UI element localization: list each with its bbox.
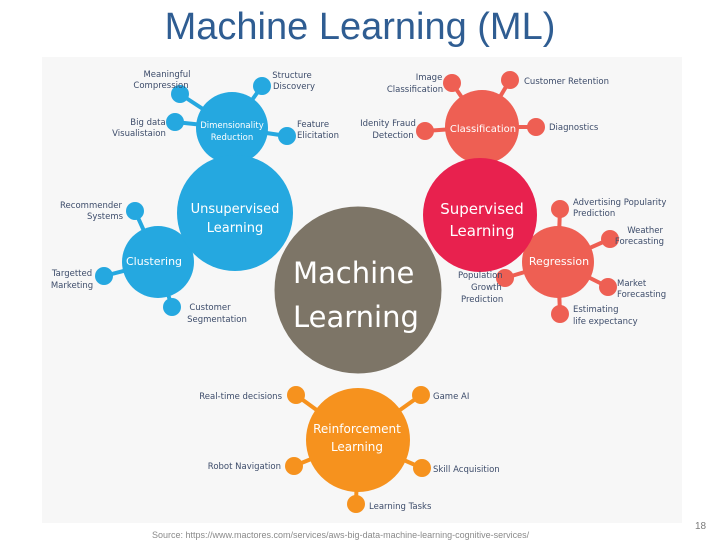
leaf-customer-segmentation-line1: Customer xyxy=(189,303,231,313)
leaf-recommender-line1: Recommender xyxy=(60,201,122,211)
leaf-game-ai: Game AI xyxy=(433,392,469,402)
leaf-weather-line2: Forecasting xyxy=(615,237,664,247)
leaf-advertising-line2: Prediction xyxy=(573,209,615,219)
dimensionality-label-line1: Dimensionality xyxy=(200,121,263,131)
leaf-structure-discovery-line1: Structure xyxy=(272,71,312,81)
leaf-customer-segmentation-line2: Segmentation xyxy=(187,315,247,325)
leaf-learning-tasks: Learning Tasks xyxy=(369,502,432,512)
machine-learning-center-node xyxy=(271,203,445,377)
leaf-population-line2: Growth xyxy=(471,283,502,293)
leaf-dots xyxy=(95,71,619,513)
leaf-feature-elicitation-line2: Elicitation xyxy=(297,131,339,141)
leaf-population-line3: Prediction xyxy=(461,295,503,305)
clustering-label: Clustering xyxy=(126,255,182,268)
center-label-line1: Machine xyxy=(293,256,414,290)
leaf-life-expectancy-line1: Estimating xyxy=(573,305,618,315)
leaf-real-time-decisions: Real-time decisions xyxy=(199,392,282,402)
leaf-structure-discovery-line2: Discovery xyxy=(273,82,315,92)
unsupervised-label-line2: Learning xyxy=(207,221,263,236)
page-number: 18 xyxy=(695,521,707,532)
leaf-meaningful-compression-line1: Meaningful xyxy=(143,70,190,80)
clustering-node xyxy=(122,226,194,298)
classification-label: Classification xyxy=(450,124,516,135)
unsupervised-learning-node xyxy=(177,155,293,271)
dimensionality-label-line2: Reduction xyxy=(211,133,254,143)
leaf-big-data-line2: Visualistaion xyxy=(112,129,166,139)
leaf-image-classification-line1: Image xyxy=(416,73,443,83)
reinforcement-label-line2: Learning xyxy=(331,440,383,454)
reinforcement-label-line1: Reinforcement xyxy=(313,422,401,436)
dimensionality-reduction-node xyxy=(196,92,268,164)
reinforcement-learning-node xyxy=(306,388,410,492)
supervised-label-line1: Supervised xyxy=(440,200,524,218)
leaf-customer-retention: Customer Retention xyxy=(524,77,609,87)
leaf-feature-elicitation-line1: Feature xyxy=(297,120,329,130)
leaf-big-data-line1: Big data xyxy=(130,118,165,128)
leaf-skill-acquisition: Skill Acquisition xyxy=(433,465,500,475)
supervised-learning-node xyxy=(423,158,537,272)
leaf-life-expectancy-line2: life expectancy xyxy=(573,317,638,327)
leaf-meaningful-compression-line2: Compression xyxy=(133,81,188,91)
leaf-diagnostics: Diagnostics xyxy=(549,123,599,133)
leaf-market-line2: Forecasting xyxy=(617,290,666,300)
leaf-weather-line1: Weather xyxy=(627,226,663,236)
unsupervised-label-line1: Unsupervised xyxy=(191,202,280,217)
leaf-image-classification-line2: Classification xyxy=(387,85,443,95)
supervised-label-line2: Learning xyxy=(449,222,514,240)
leaf-robot-navigation: Robot Navigation xyxy=(208,462,281,472)
center-label-line2: Learning xyxy=(293,300,419,334)
leaf-targetted-line1: Targetted xyxy=(51,269,92,279)
leaf-market-line1: Market xyxy=(617,279,647,289)
regression-node xyxy=(522,226,594,298)
regression-label: Regression xyxy=(529,255,589,268)
leaf-identity-fraud-line2: Detection xyxy=(372,131,413,141)
leaf-population-line1: Population xyxy=(458,271,503,281)
leaf-identity-fraud-line1: Idenity Fraud xyxy=(360,119,416,129)
leaf-advertising-line1: Advertising Popularity xyxy=(573,198,666,208)
leaf-targetted-line2: Marketing xyxy=(51,281,93,291)
leaf-recommender-line2: Systems xyxy=(87,212,124,222)
slide-title: Machine Learning (ML) xyxy=(164,6,556,48)
source-citation: Source: https://www.mactores.com/service… xyxy=(152,530,530,540)
classification-node xyxy=(445,90,519,164)
